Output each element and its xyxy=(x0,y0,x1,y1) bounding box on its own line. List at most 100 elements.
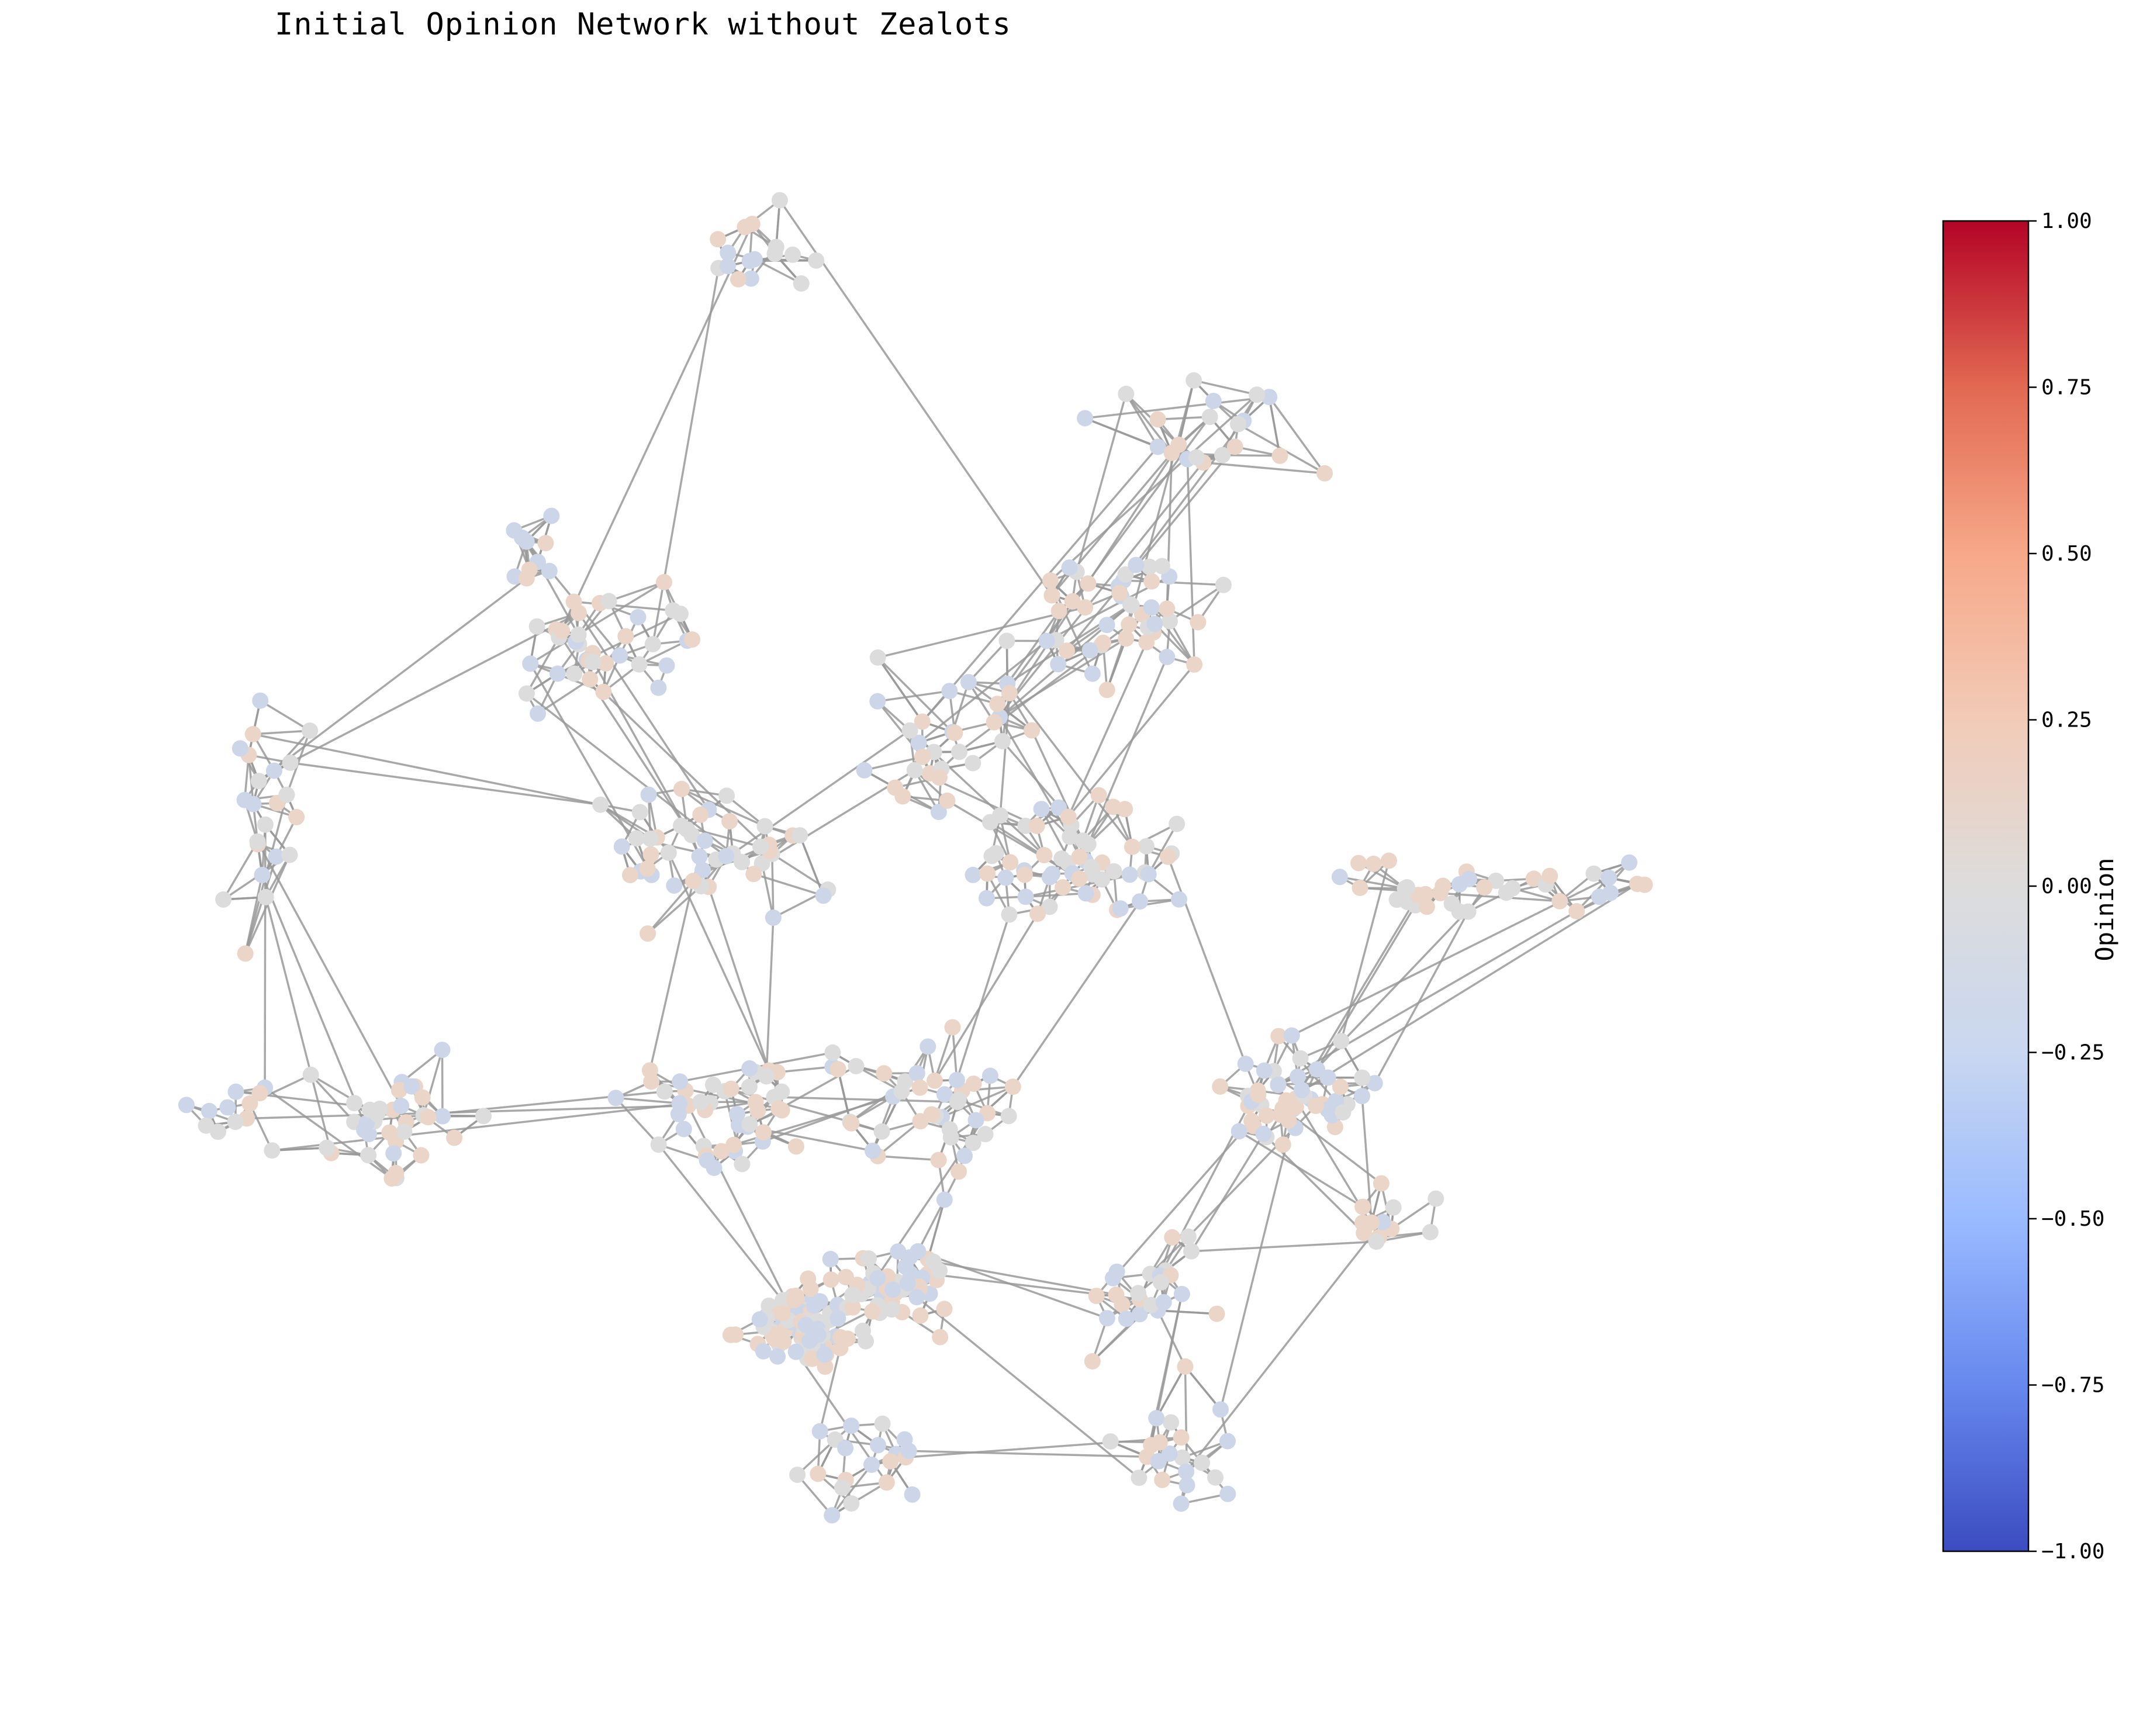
network-node xyxy=(639,860,656,877)
network-edge xyxy=(1066,446,1236,652)
network-edge xyxy=(831,1464,873,1516)
network-node xyxy=(302,722,319,739)
network-edge xyxy=(1277,1035,1337,1102)
network-node xyxy=(1118,385,1135,402)
network-node xyxy=(1002,854,1019,871)
network-node xyxy=(360,1147,377,1164)
network-edge xyxy=(1361,1096,1373,1223)
network-edge xyxy=(578,612,710,811)
network-edge xyxy=(1277,910,1578,1085)
network-node xyxy=(848,1058,865,1074)
network-edge xyxy=(1012,901,1141,1088)
network-node xyxy=(571,604,587,621)
network-edge xyxy=(609,581,665,603)
network-node xyxy=(369,1105,385,1122)
network-node xyxy=(1041,898,1058,915)
network-node xyxy=(939,792,956,809)
network-node xyxy=(245,796,262,812)
network-edge xyxy=(1268,396,1326,474)
network-node xyxy=(1185,372,1202,389)
network-node xyxy=(1422,1224,1439,1240)
chart-title: Initial Opinion Network without Zealots xyxy=(275,7,1011,42)
network-node xyxy=(1309,1061,1325,1078)
network-node xyxy=(281,846,298,863)
network-node xyxy=(1143,573,1160,590)
network-node xyxy=(873,1123,890,1140)
network-node xyxy=(787,1138,804,1155)
network-edge xyxy=(260,700,311,732)
network-node xyxy=(900,1443,917,1460)
network-node xyxy=(1230,416,1246,433)
network-node xyxy=(1292,1050,1309,1067)
network-node xyxy=(1033,801,1050,818)
network-edge xyxy=(779,199,1053,596)
network-node xyxy=(713,1143,730,1160)
network-node xyxy=(1274,1100,1291,1117)
network-node xyxy=(518,533,535,550)
network-edge xyxy=(1167,856,1247,1064)
network-edge xyxy=(256,841,402,1106)
network-node xyxy=(863,1456,880,1473)
network-edge xyxy=(1049,393,1258,582)
network-node xyxy=(597,655,614,672)
network-node xyxy=(1388,891,1405,908)
network-edge xyxy=(1186,459,1195,665)
network-node xyxy=(742,270,759,287)
network-edge xyxy=(754,258,817,262)
colorbar-tick-label: −1.00 xyxy=(2041,1540,2104,1564)
network-node xyxy=(992,807,1008,824)
network-node xyxy=(878,1474,895,1491)
network-node xyxy=(960,674,977,690)
network-edge xyxy=(916,1296,1140,1479)
network-node xyxy=(1114,1296,1131,1313)
network-node xyxy=(1591,888,1608,905)
network-node xyxy=(1118,1310,1135,1327)
network-node xyxy=(1169,815,1185,832)
network-node xyxy=(699,1152,716,1169)
network-node xyxy=(1141,558,1158,575)
network-edge xyxy=(999,693,1011,816)
network-edge xyxy=(265,897,333,1154)
network-node xyxy=(288,808,305,825)
network-node xyxy=(843,1417,860,1434)
network-edge xyxy=(658,1144,786,1304)
network-node xyxy=(741,1116,758,1133)
network-node xyxy=(998,632,1015,649)
network-edge xyxy=(1379,1231,1430,1239)
network-node xyxy=(1000,1108,1017,1125)
network-node xyxy=(967,1112,984,1129)
network-node xyxy=(930,1151,947,1168)
network-node xyxy=(944,1019,961,1036)
network-node xyxy=(936,1301,953,1317)
network-node xyxy=(874,1415,891,1432)
network-node xyxy=(506,522,523,539)
network-node xyxy=(1280,1112,1297,1129)
network-node xyxy=(1354,1088,1370,1105)
network-node xyxy=(1143,1296,1160,1313)
network-node xyxy=(1146,615,1163,632)
network-node xyxy=(1130,1285,1147,1302)
network-node xyxy=(611,647,628,664)
network-node xyxy=(1354,1069,1371,1086)
network-node xyxy=(756,818,773,835)
network-node xyxy=(666,877,683,894)
network-node xyxy=(1055,879,1072,896)
network-node xyxy=(869,1270,886,1287)
network-node xyxy=(792,827,808,844)
network-node xyxy=(617,628,634,645)
network-node xyxy=(1064,593,1081,610)
network-node xyxy=(775,1292,792,1309)
network-node xyxy=(413,1147,430,1164)
network-edge xyxy=(668,852,770,1071)
network-node xyxy=(1290,1068,1306,1085)
network-edge xyxy=(537,678,591,715)
network-node xyxy=(1098,682,1115,698)
network-node xyxy=(899,1275,916,1292)
network-node xyxy=(932,1329,949,1346)
network-node xyxy=(801,1332,818,1349)
network-edge xyxy=(1067,641,1148,818)
network-node xyxy=(755,1124,772,1141)
network-edge xyxy=(951,682,970,732)
network-edge xyxy=(927,1199,946,1260)
network-node xyxy=(1061,559,1078,576)
